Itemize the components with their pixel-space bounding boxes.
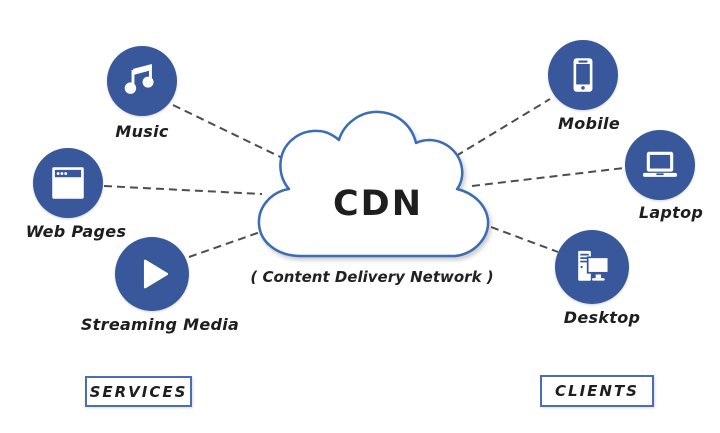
mobile-label: Mobile [558, 114, 620, 133]
laptop-icon [642, 151, 678, 177]
streaming-media-label: Streaming Media [80, 315, 240, 334]
music-node [107, 46, 177, 116]
clients-group-label: CLIENTS [555, 382, 639, 400]
smartphone-icon [573, 58, 593, 92]
music-label: Music [115, 122, 169, 141]
connector-cloud-laptop [471, 167, 625, 187]
connector-music-cloud [172, 104, 302, 168]
web-pages-label: Web Pages [25, 222, 127, 241]
laptop-node [625, 130, 695, 200]
desktop-node [555, 230, 629, 304]
play-icon [143, 259, 169, 289]
cdn-subtitle: ( Content Delivery Network ) [250, 268, 494, 286]
dashed-connectors [103, 98, 625, 258]
connector-cloud-mobile [455, 98, 551, 157]
connector-streaming-cloud [188, 229, 267, 258]
cdn-title: CDN [332, 184, 424, 224]
connector-webpages-cloud [103, 185, 263, 195]
desktop-label: Desktop [563, 308, 641, 327]
services-group-label: SERVICES [89, 382, 188, 401]
browser-window-icon [52, 167, 84, 199]
web-pages-node [33, 148, 103, 218]
desktop-computer-icon [578, 250, 610, 281]
streaming-media-node [115, 237, 189, 311]
services-group-box: SERVICES [85, 376, 192, 407]
laptop-label: Laptop [638, 203, 704, 222]
music-note-icon [124, 63, 154, 94]
mobile-node [548, 40, 618, 110]
cloud-shape [257, 110, 490, 258]
connector-cloud-desktop [490, 226, 559, 253]
clients-group-box: CLIENTS [540, 375, 654, 407]
